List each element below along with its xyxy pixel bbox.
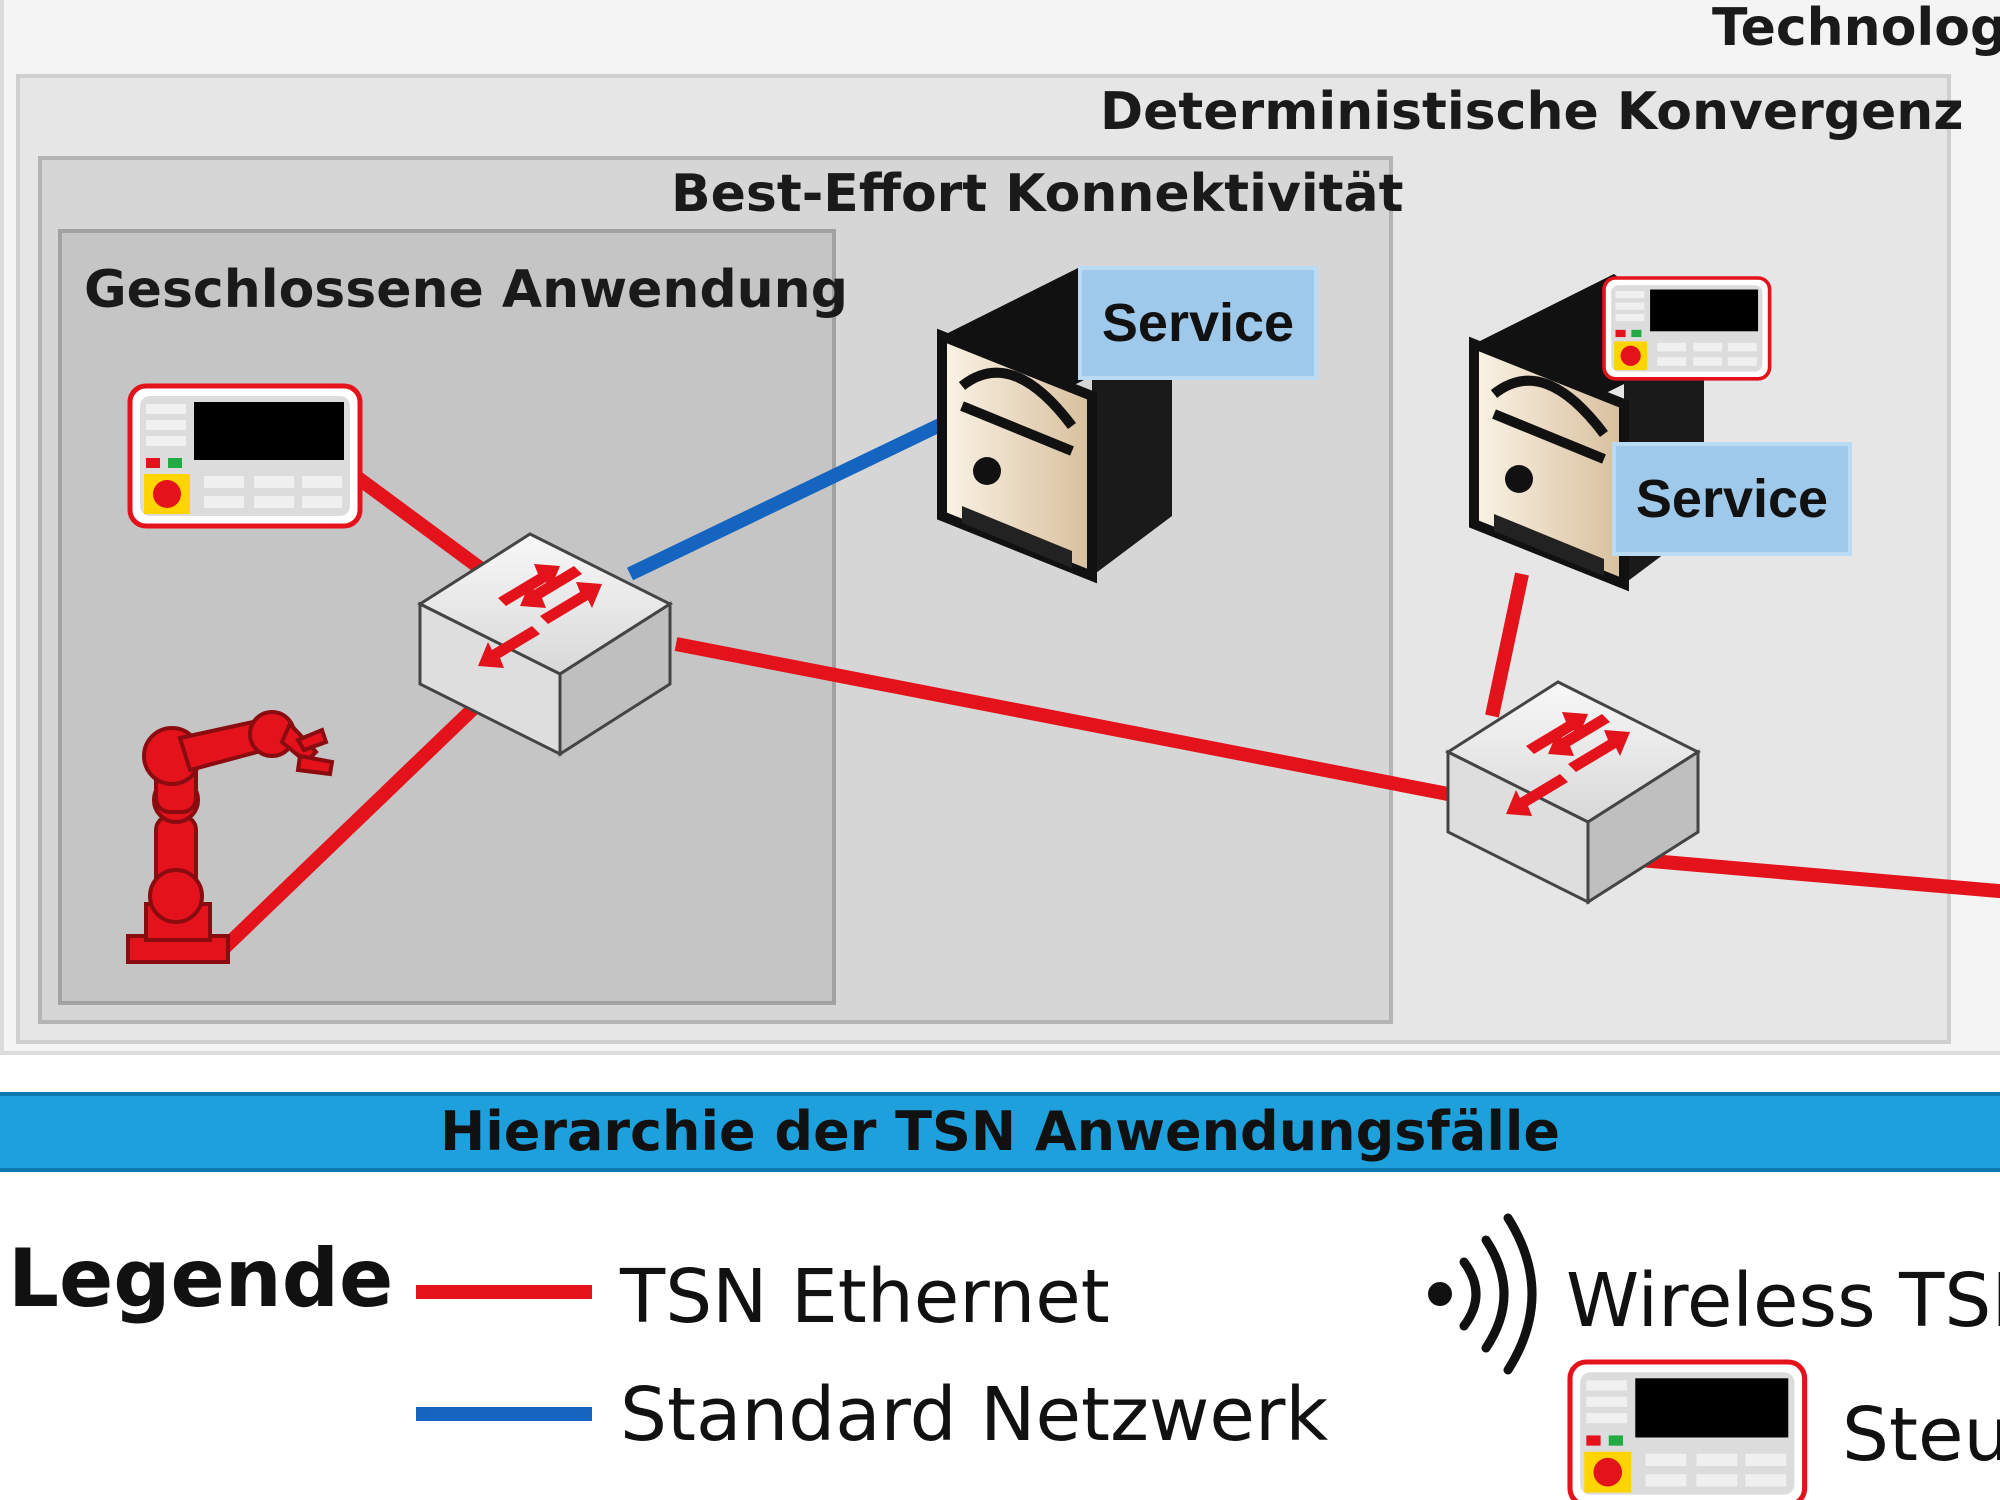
best-effort-label: Best-Effort Konnektivität — [671, 164, 1404, 224]
network-switch-icon — [1448, 682, 1698, 902]
closed-app-label: Geschlossene Anwendung — [84, 260, 848, 320]
hierarchy-bar-title: Hierarchie der TSN Anwendungsfälle — [440, 1100, 1560, 1163]
legend-wireless-tsn: Wireless TSI — [1566, 1258, 2000, 1344]
legend-title: Legende — [8, 1232, 394, 1325]
legend-tsn-ethernet: TSN Ethernet — [620, 1254, 1110, 1340]
tsn-link — [353, 472, 493, 580]
tsn-link — [215, 698, 483, 958]
deterministic-label: Deterministische Konvergenz — [1100, 82, 1964, 142]
wireless-icon — [1428, 1213, 1537, 1375]
controller-icon — [1570, 1362, 1805, 1500]
tsn-link — [674, 637, 1450, 801]
legend-standard-network: Standard Netzwerk — [620, 1372, 1329, 1458]
service-label-box: Service — [1078, 266, 1318, 380]
service-label-box: Service — [1612, 442, 1852, 556]
robot-arm-icon — [126, 710, 335, 964]
controller-icon — [130, 386, 360, 526]
technology-label: Technolog — [1712, 0, 2000, 58]
controller-icon — [1602, 276, 1772, 381]
legend-controller: Steu — [1842, 1392, 2000, 1478]
tsn-link — [1639, 853, 2000, 899]
standard-link — [626, 417, 946, 581]
hierarchy-bar: Hierarchie der TSN Anwendungsfälle — [0, 1092, 2000, 1172]
tsn-link — [1485, 572, 1529, 718]
